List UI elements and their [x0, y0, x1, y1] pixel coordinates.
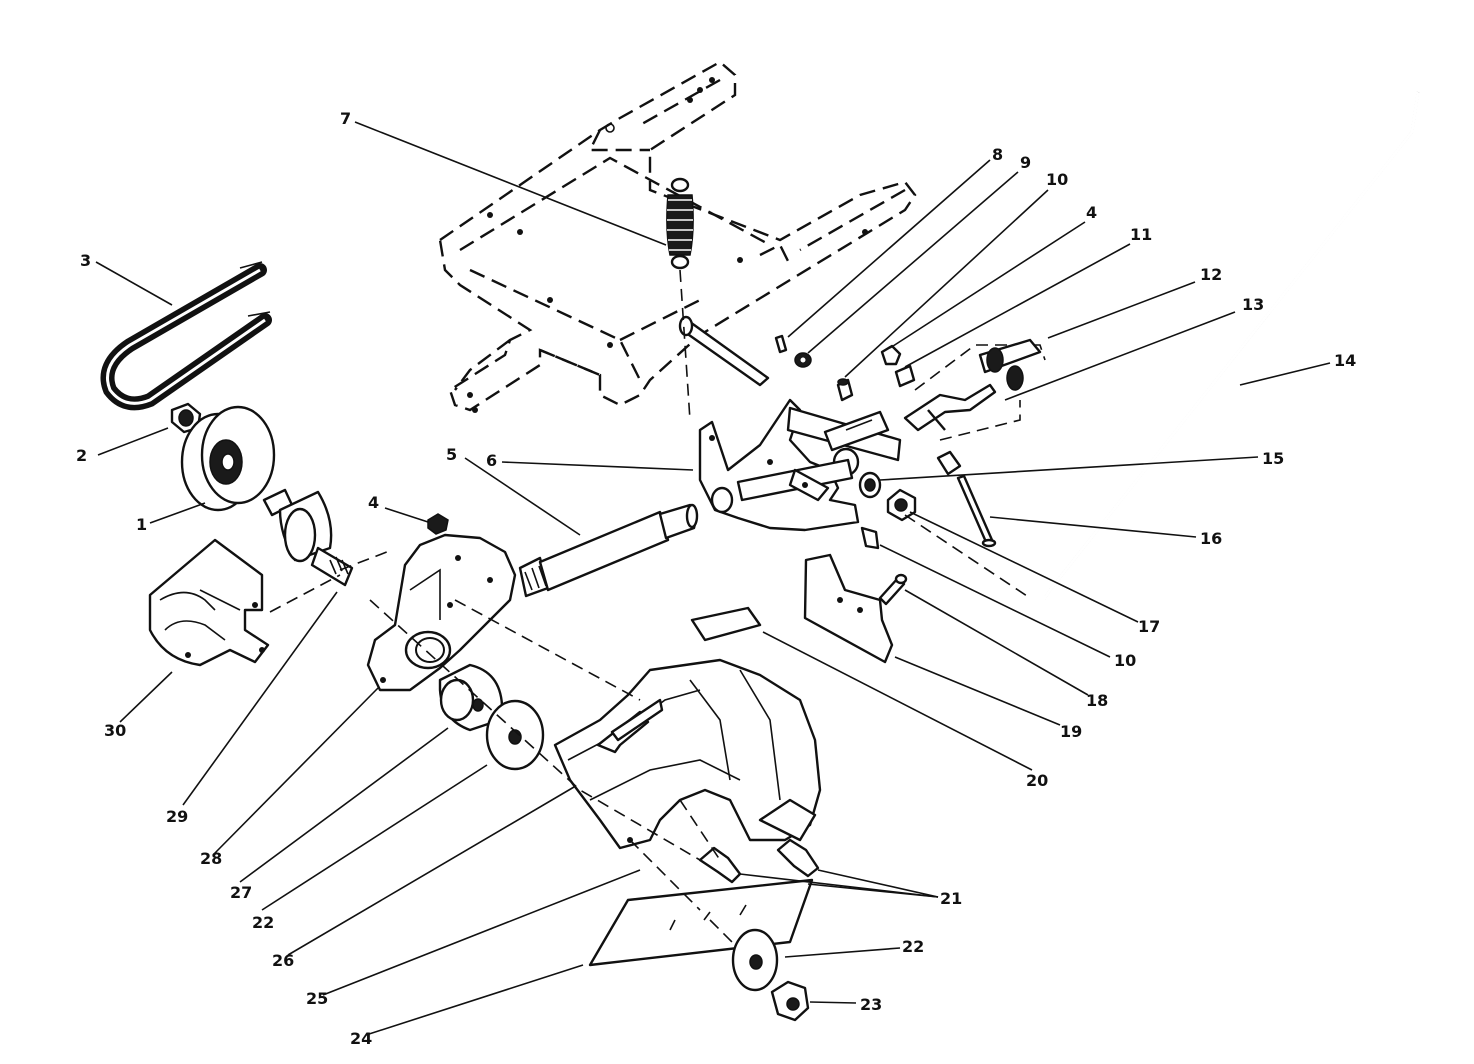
callout-18: 18 [1086, 691, 1108, 710]
bolt-16 [956, 474, 997, 548]
bolt-18 [878, 573, 908, 606]
callout-23: 23 [860, 995, 882, 1014]
bracket-30 [148, 538, 270, 667]
callout-10b: 10 [1114, 651, 1136, 670]
bracket-6 [698, 398, 902, 532]
bolts-21 [627, 837, 820, 884]
callout-24: 24 [350, 1029, 372, 1048]
callout-13: 13 [1242, 295, 1264, 314]
pin-8 [774, 334, 788, 354]
leader-lines [95, 121, 1331, 1036]
callout-27: 27 [230, 883, 252, 902]
fitting-10b [860, 526, 880, 550]
nut-4b [880, 344, 902, 366]
callout-14: 14 [1334, 351, 1356, 370]
yoke-assembly-12-13 [903, 338, 1046, 441]
fitting-10a [836, 378, 854, 402]
callout-4a: 4 [368, 493, 379, 512]
spacer-11 [894, 364, 916, 388]
callout-29: 29 [166, 807, 188, 826]
callout-21: 21 [940, 889, 962, 908]
callout-26: 26 [272, 951, 294, 970]
plate-24 [588, 878, 814, 967]
callout-10a: 10 [1046, 170, 1068, 189]
nut-23 [770, 980, 810, 1022]
plate-19 [803, 553, 894, 664]
callout-7: 7 [340, 109, 351, 128]
callout-4b: 4 [1086, 203, 1097, 222]
rod-14 [904, 91, 1420, 600]
nut-17 [886, 488, 917, 522]
bushing-27 [438, 663, 504, 732]
callout-5: 5 [446, 445, 457, 464]
callout-6: 6 [486, 451, 497, 470]
callout-22a: 22 [252, 913, 274, 932]
callout-17: 17 [1138, 617, 1160, 636]
callout-3: 3 [80, 251, 91, 270]
callout-12: 12 [1200, 265, 1222, 284]
callout-20: 20 [1026, 771, 1048, 790]
washer-22b [731, 928, 779, 992]
callout-25: 25 [306, 989, 328, 1008]
belt-3 [100, 261, 272, 411]
callout-8: 8 [992, 145, 1003, 164]
nut-2 [170, 402, 202, 434]
assembly-centerlines [269, 549, 721, 911]
callout-9: 9 [1020, 153, 1031, 172]
callout-16: 16 [1200, 529, 1222, 548]
callout-30: 30 [104, 721, 126, 740]
callout-28: 28 [200, 849, 222, 868]
chute-26 [553, 658, 822, 850]
washer-22a [485, 699, 545, 771]
callout-15: 15 [1262, 449, 1284, 468]
shim-20 [690, 606, 762, 642]
callout-19: 19 [1060, 722, 1082, 741]
spring-7 [666, 177, 694, 421]
callout-labels: 3 2 1 4 5 6 7 8 9 10 4 11 12 13 14 15 16… [76, 109, 1356, 1048]
callout-2: 2 [76, 446, 87, 465]
nut-4a [427, 513, 449, 535]
callout-11: 11 [1130, 225, 1152, 244]
shaft-29 [262, 488, 354, 587]
gear-housing-28 [366, 533, 517, 692]
callout-22b: 22 [902, 937, 924, 956]
pulley-1 [180, 405, 276, 512]
spacer-15 [858, 450, 962, 499]
callout-1: 1 [136, 515, 147, 534]
washer-9 [794, 352, 812, 368]
shaft-5 [518, 503, 699, 598]
